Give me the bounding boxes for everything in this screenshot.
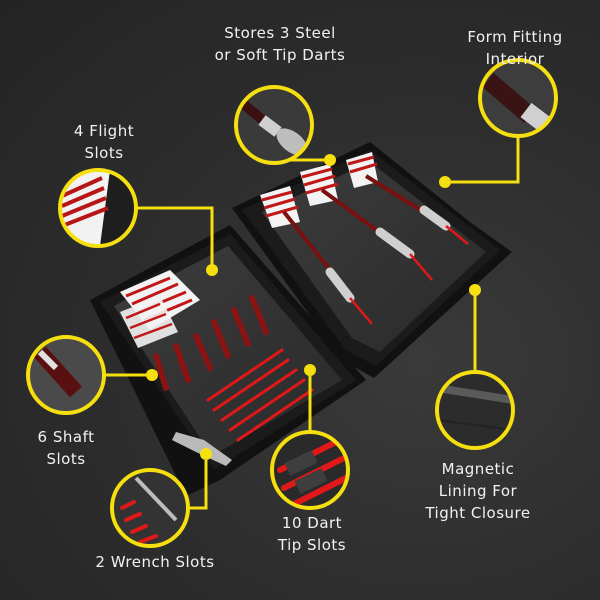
label-magnetic-lining: Magnetic Lining For Tight Closure [418, 458, 538, 524]
wrench [172, 432, 232, 466]
label-line: 4 Flight [73, 122, 135, 140]
label-line: 10 Dart [281, 514, 343, 532]
label-form-fitting: Form Fitting Interior [450, 26, 580, 70]
label-line: or Soft Tip Darts [214, 46, 346, 64]
leader-dots [146, 154, 481, 460]
label-line: Slots [84, 144, 124, 162]
spare-flights [120, 270, 200, 348]
spare-tips [206, 348, 314, 442]
callout-shaft-slots-closeup [26, 335, 106, 415]
label-line: Slots [46, 450, 86, 468]
label-wrench-slots: 2 Wrench Slots [80, 551, 230, 573]
callout-magnetic-lining-closeup [435, 370, 515, 450]
label-line: Tip Slots [277, 536, 347, 554]
label-line: 2 Wrench Slots [95, 553, 215, 571]
label-line: Magnetic [441, 460, 515, 478]
label-line: Form Fitting [467, 28, 563, 46]
darts [260, 152, 469, 325]
label-tip-slots: 10 Dart Tip Slots [262, 512, 362, 556]
label-shaft-slots: 6 Shaft Slots [16, 426, 116, 470]
callout-wrench-slots-closeup [110, 468, 190, 548]
label-line: Tight Closure [425, 504, 531, 522]
label-line: Interior [485, 50, 545, 68]
case-left-half [90, 225, 366, 496]
callout-tip-slots-closeup [270, 430, 350, 510]
label-line: Lining For [438, 482, 518, 500]
label-flight-slots: 4 Flight Slots [54, 120, 154, 164]
label-steel-soft-tip: Stores 3 Steel or Soft Tip Darts [190, 22, 370, 66]
callout-flight-slots-closeup [58, 168, 138, 248]
label-line: 6 Shaft [37, 428, 95, 446]
case-right-half [232, 142, 512, 378]
callout-form-fitting-closeup [478, 58, 558, 138]
callout-steel-soft-tip-closeup [234, 85, 314, 165]
spare-shafts [153, 295, 269, 391]
label-line: Stores 3 Steel [224, 24, 336, 42]
